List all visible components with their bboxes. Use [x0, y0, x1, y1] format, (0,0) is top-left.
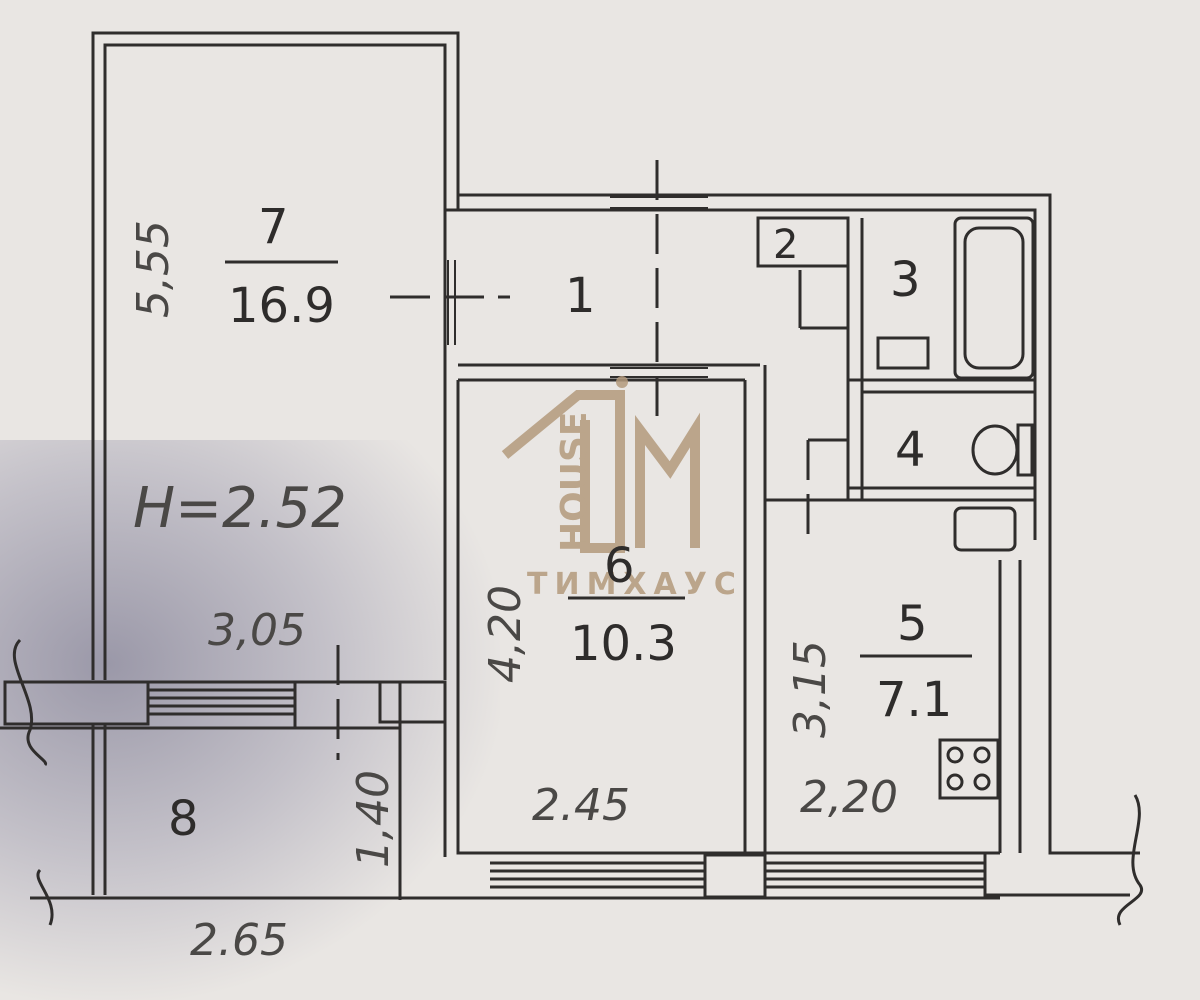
watermark-dot: [616, 376, 628, 388]
room-7-width-dim: 3,05: [208, 605, 306, 656]
room-8-number: 8: [168, 791, 199, 847]
balcony-window: [148, 682, 297, 728]
doorways: [447, 196, 708, 378]
bottom-width-dim: 2.65: [190, 915, 288, 966]
room-6-width-dim: 2.45: [532, 780, 630, 831]
room-5-area: 7.1: [876, 672, 952, 728]
room-7-walls: [91, 31, 1140, 855]
room-4-number: 4: [895, 422, 926, 478]
room-6-walls: [456, 363, 767, 855]
room-2-number: 2: [773, 222, 798, 268]
area-bars: [225, 260, 972, 658]
room-5-number: 5: [897, 596, 928, 652]
room-5-height-dim: 3,15: [785, 640, 836, 738]
floor-plan-drawing: HOUSE ТИМХАУС 7 16.9 1 2 3 4 6 10.3 5 7.…: [0, 31, 1144, 966]
ceiling-height: H=2.52: [133, 476, 347, 541]
break-marks: [12, 638, 1144, 926]
balcony-height-dim: 1,40: [348, 770, 399, 868]
section-marks: [336, 160, 860, 760]
watermark-mark: HOUSE: [554, 412, 595, 552]
room-3-number: 3: [890, 252, 921, 308]
watermark: HOUSE ТИМХАУС: [501, 376, 743, 602]
room-1-number: 1: [565, 268, 596, 324]
stove: [938, 738, 1000, 800]
balcony-walls: [0, 680, 490, 900]
room-7-height-dim: 5,55: [128, 220, 179, 318]
bathroom-walls: [756, 216, 1035, 552]
room-6-height-dim: 4,20: [480, 585, 531, 683]
bottom-wall: [490, 560, 1130, 900]
room-7-area: 16.9: [228, 278, 335, 334]
room-6-area: 10.3: [570, 616, 677, 672]
room-7-number: 7: [258, 199, 289, 255]
room-6-number: 6: [604, 538, 635, 594]
watermark-brand: ТИМХАУС: [527, 567, 743, 602]
room-5-width-dim: 2,20: [800, 772, 898, 823]
floor-plan: HOUSE ТИМХАУС 7 16.9 1 2 3 4 6 10.3 5 7.…: [0, 31, 1144, 1000]
